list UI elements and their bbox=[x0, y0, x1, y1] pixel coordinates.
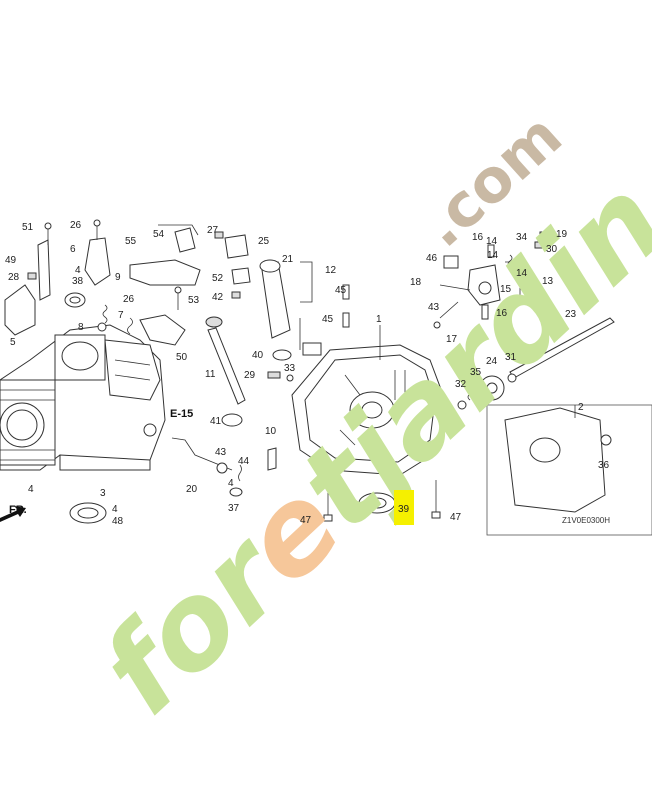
front-mark-text: FR. bbox=[9, 504, 27, 516]
part-labels: 51 26 49 4 6 9 28 38 7 8 5 4 3 4 48 55 5… bbox=[5, 220, 610, 527]
label-4-c: 4 bbox=[112, 504, 118, 515]
label-32: 32 bbox=[455, 379, 467, 390]
label-42: 42 bbox=[212, 292, 224, 303]
label-39: 39 bbox=[398, 504, 410, 515]
label-47-b: 47 bbox=[450, 512, 462, 523]
label-10: 10 bbox=[265, 426, 277, 437]
label-36: 36 bbox=[598, 460, 610, 471]
label-5: 5 bbox=[10, 337, 16, 348]
label-48: 48 bbox=[112, 516, 124, 527]
label-4: 4 bbox=[75, 265, 81, 276]
label-16: 16 bbox=[472, 232, 484, 243]
label-43: 43 bbox=[215, 447, 227, 458]
label-1: 1 bbox=[376, 314, 382, 325]
label-18: 18 bbox=[410, 277, 422, 288]
oil-pump-group bbox=[433, 231, 549, 329]
dipstick-group bbox=[205, 316, 294, 427]
label-38: 38 bbox=[72, 276, 84, 287]
label-11: 11 bbox=[205, 369, 216, 380]
label-37-top: 27 bbox=[207, 225, 219, 236]
label-33: 33 bbox=[284, 363, 296, 374]
crankcase-cover bbox=[291, 342, 446, 476]
label-4-d: 4 bbox=[228, 478, 234, 489]
label-20: 20 bbox=[186, 484, 198, 495]
label-25: 25 bbox=[258, 236, 270, 247]
shaft-group bbox=[171, 437, 277, 497]
label-3: 3 bbox=[100, 488, 106, 499]
label-14-c: 14 bbox=[516, 268, 528, 279]
label-29: 29 bbox=[244, 370, 256, 381]
label-16-b: 16 bbox=[496, 308, 508, 319]
diagram-code: Z1V0E0300H bbox=[562, 516, 610, 525]
section-ref: E-15 bbox=[170, 408, 193, 420]
label-8: 8 bbox=[78, 322, 84, 333]
breather-group bbox=[214, 231, 291, 339]
label-14: 14 bbox=[486, 236, 498, 247]
bolts bbox=[323, 284, 441, 522]
label-49: 49 bbox=[5, 255, 17, 266]
label-35: 35 bbox=[470, 367, 482, 378]
crankcase-right bbox=[486, 404, 652, 536]
label-41: 41 bbox=[210, 416, 222, 427]
group-brackets bbox=[158, 224, 576, 418]
label-40: 40 bbox=[252, 350, 264, 361]
label-54: 54 bbox=[153, 229, 165, 240]
label-6: 6 bbox=[70, 244, 76, 255]
label-13: 13 bbox=[542, 276, 554, 287]
label-17: 17 bbox=[446, 334, 458, 345]
label-28: 28 bbox=[8, 272, 20, 283]
left-small-parts bbox=[4, 219, 111, 524]
label-2: 2 bbox=[578, 402, 584, 413]
label-23: 23 bbox=[565, 309, 577, 320]
label-55: 55 bbox=[125, 236, 137, 247]
label-12: 12 bbox=[325, 265, 337, 276]
label-53: 53 bbox=[188, 295, 200, 306]
label-31: 31 bbox=[505, 352, 517, 363]
label-26: 26 bbox=[70, 220, 82, 231]
label-50: 50 bbox=[176, 352, 188, 363]
label-21: 21 bbox=[282, 254, 294, 265]
label-30: 30 bbox=[546, 244, 558, 255]
label-37: 37 bbox=[228, 503, 240, 514]
label-15: 15 bbox=[500, 284, 512, 295]
label-9: 9 bbox=[115, 272, 121, 283]
camshaft-group bbox=[457, 317, 615, 410]
front-marker: FR. bbox=[0, 504, 27, 522]
label-19: 19 bbox=[556, 229, 568, 240]
label-46: 46 bbox=[426, 253, 438, 264]
cylinder-block bbox=[0, 324, 166, 471]
linkage-parts bbox=[127, 227, 201, 346]
label-47: 47 bbox=[300, 515, 312, 526]
label-45-b: 45 bbox=[322, 314, 334, 325]
label-14-b: 14 bbox=[487, 250, 499, 261]
label-44: 44 bbox=[238, 456, 250, 467]
label-51: 51 bbox=[22, 222, 34, 233]
label-26-b: 26 bbox=[123, 294, 135, 305]
label-34: 34 bbox=[516, 232, 528, 243]
label-43-b: 43 bbox=[428, 302, 440, 313]
label-24: 24 bbox=[486, 356, 498, 367]
label-45: 45 bbox=[335, 285, 347, 296]
label-52: 52 bbox=[212, 273, 224, 284]
label-4-b: 4 bbox=[28, 484, 34, 495]
label-7: 7 bbox=[118, 310, 124, 321]
highlight-box bbox=[394, 490, 414, 525]
